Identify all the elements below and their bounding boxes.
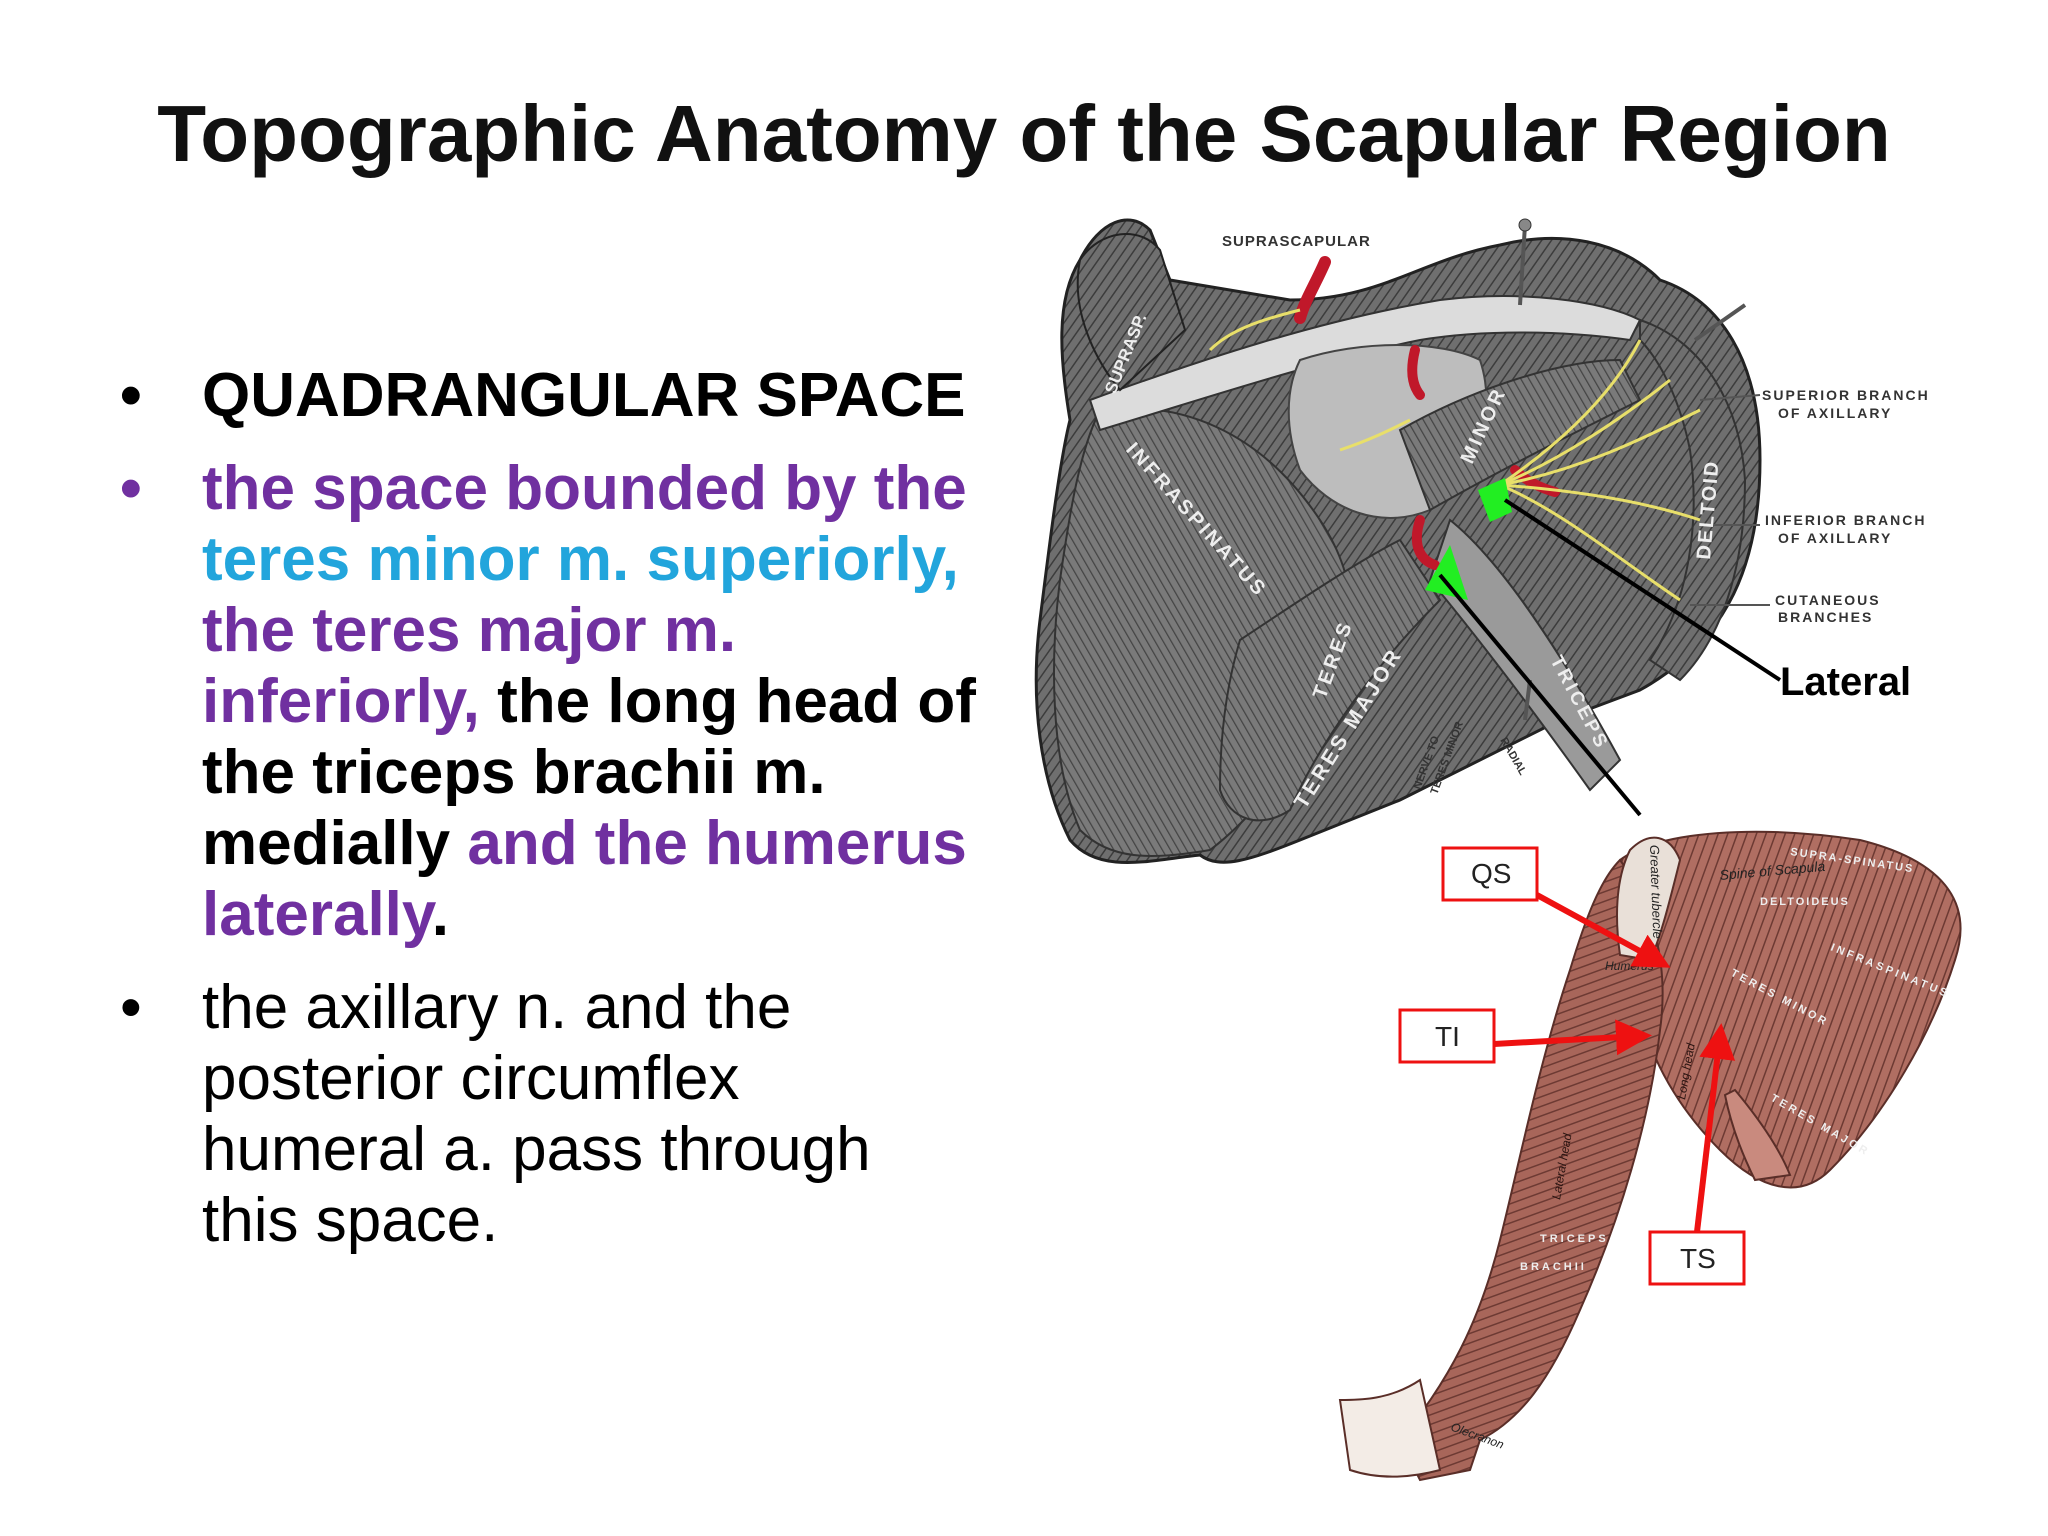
label-lateral: Lateral: [1780, 660, 1911, 704]
boundary-text-1: the space bounded by the: [202, 454, 967, 523]
label-suprascapular: SUPRASCAPULAR: [1222, 233, 1371, 250]
bullet-item-contents: • the axillary n. and the posterior circ…: [120, 972, 980, 1256]
bullet-item-quadrangular-space: • QUADRANGULAR SPACE: [120, 360, 980, 431]
box-ti: [1398, 1008, 1496, 1064]
forearm: [1338, 1378, 1442, 1478]
boundary-teres-minor: teres minor m. superiorly,: [202, 525, 959, 594]
label-triceps-brachii-2: BRACHII: [1520, 1261, 1587, 1273]
label-inferior-branch-2: OF AXILLARY: [1778, 530, 1892, 546]
label-greater-tubercle: Greater tubercle: [1647, 845, 1665, 939]
upper-scapular-illustration: SUPRASCAPULAR SUPRASP. INFRASPINATUS MIN…: [1034, 218, 1930, 864]
arrow-ts: [1694, 1023, 1736, 1233]
circumflex-artery-lower: [1411, 515, 1440, 570]
pin-lower: [1523, 679, 1532, 721]
box-qs: [1441, 846, 1539, 902]
deltoid-muscle: [1639, 318, 1747, 682]
teres-minor-muscle: [1398, 358, 1642, 512]
humerus-head: [1616, 836, 1682, 962]
pointer-lateral: [1503, 498, 1782, 682]
pin-top: [1518, 224, 1527, 306]
label-deltoideus: DELTOIDEUS: [1760, 896, 1850, 908]
axillary-nerve-branches: [1208, 308, 1701, 602]
circumflex-scapular-artery: [1407, 345, 1425, 400]
suprascapular-artery: [1294, 256, 1331, 324]
pin-top-head: [1518, 218, 1532, 232]
bullet-item-boundaries: • the space bounded by the teres minor m…: [120, 453, 980, 950]
boundary-triceps: the long head of the triceps brachii m. …: [202, 667, 976, 878]
arm-muscles: [1398, 858, 1664, 1482]
triangular-space-highlight: [1425, 545, 1468, 600]
bullet-dot: •: [120, 361, 142, 430]
box-ts-label: TS: [1680, 1243, 1716, 1274]
box-ti-label: TI: [1435, 1021, 1460, 1052]
bullet-dot: •: [120, 454, 142, 523]
label-superior-branch-2: OF AXILLARY: [1778, 405, 1892, 421]
label-cutaneous-2: BRANCHES: [1778, 609, 1873, 625]
spine-of-scapula: [1088, 295, 1642, 432]
boundary-teres-major: the teres major m. inferiorly,: [202, 596, 737, 736]
pin-right: [1693, 303, 1747, 342]
label-superior-branch-1: SUPERIOR BRANCH: [1762, 387, 1930, 403]
contents-text: the axillary n. and the posterior circum…: [202, 973, 871, 1255]
teres-major-muscle: [1218, 538, 1442, 822]
box-ts: [1648, 1230, 1746, 1286]
label-humerus: Humerus: [1605, 959, 1654, 973]
label-triceps-brachii-1: TRICEPS: [1540, 1233, 1609, 1245]
boundary-period: .: [431, 880, 450, 949]
box-qs-label: QS: [1471, 858, 1511, 889]
arrow-qs: [1535, 892, 1671, 968]
boundary-humerus: and the humerus laterally: [202, 809, 967, 949]
label-cutaneous-1: CUTANEOUS: [1775, 592, 1881, 608]
bullet-list: • QUADRANGULAR SPACE • the space bounded…: [120, 360, 980, 1278]
label-leader-lines: [1690, 394, 1770, 606]
arrow-ti: [1493, 1019, 1652, 1056]
slide-title: Topographic Anatomy of the Scapular Regi…: [157, 89, 1891, 178]
lower-arm-illustration: SUPRA-SPINATUS Spine of Scapula DELTOIDE…: [1338, 830, 1962, 1482]
supraspinatus-muscle: [1076, 233, 1187, 392]
quadrangular-space-highlight: [1478, 478, 1512, 522]
label-inferior-branch-1: INFERIOR BRANCH: [1765, 512, 1926, 528]
bullet-dot: •: [120, 973, 142, 1042]
bullet-heading: QUADRANGULAR SPACE: [202, 361, 966, 430]
latissimus-band: [1723, 1088, 1792, 1182]
pointer-lower-figure: [1438, 573, 1642, 817]
